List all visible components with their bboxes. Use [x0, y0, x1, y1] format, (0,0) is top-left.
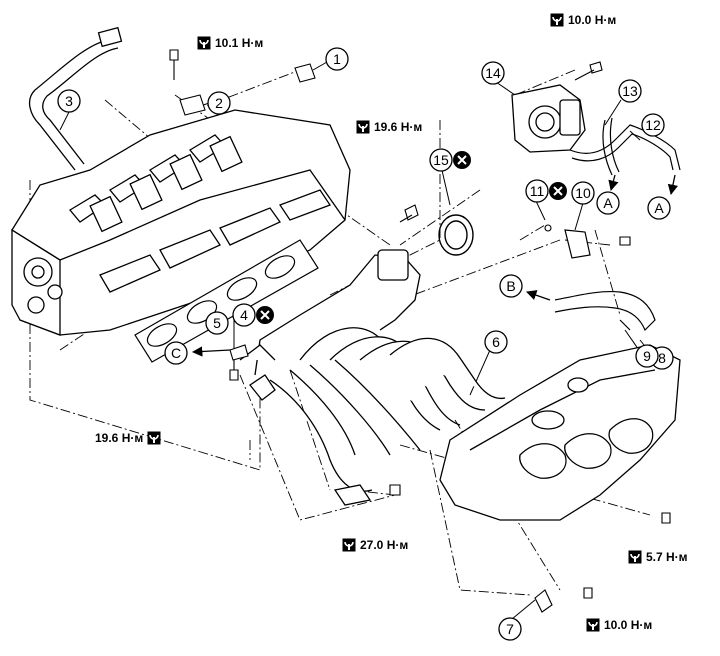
torque-value: 10.0 Н·м	[604, 618, 653, 632]
torque-spec-left: 19.6 Н·м	[95, 431, 161, 445]
torque-spec-top-left: 10.1 Н·м	[197, 36, 263, 50]
svg-text:14: 14	[485, 65, 501, 81]
callout-6: 6	[484, 330, 508, 354]
replace-x-icon	[549, 182, 567, 200]
torque-spec-mid: 19.6 Н·м	[356, 120, 422, 134]
callout-7: 7	[498, 617, 522, 641]
vacuum-hose	[554, 229, 656, 332]
torque-wrench-icon	[628, 550, 642, 564]
callout-3: 3	[57, 89, 81, 113]
torque-wrench-icon	[147, 431, 161, 445]
torque-wrench-icon	[356, 120, 370, 134]
svg-text:C: C	[171, 345, 181, 361]
svg-text:6: 6	[492, 334, 500, 350]
torque-wrench-icon	[550, 13, 564, 27]
torque-value: 19.6 Н·м	[95, 431, 144, 445]
svg-text:15: 15	[433, 152, 449, 168]
svg-text:A: A	[603, 195, 613, 211]
throttle-body	[511, 84, 586, 153]
callout-1: 1	[325, 47, 349, 71]
callout-12: 12	[641, 113, 665, 137]
svg-text:3: 3	[65, 93, 73, 109]
callout-2: 2	[207, 91, 231, 115]
replace-x-icon	[256, 306, 274, 324]
svg-text:9: 9	[643, 348, 651, 364]
torque-wrench-icon	[586, 618, 600, 632]
svg-text:12: 12	[645, 117, 661, 133]
svg-text:2: 2	[215, 95, 223, 111]
pcv-hose	[28, 26, 123, 171]
callout-9: 9	[635, 344, 659, 368]
callout-5: 5	[205, 311, 229, 335]
svg-text:7: 7	[506, 621, 514, 637]
flow-arrows	[191, 174, 679, 357]
torque-value: 5.7 Н·м	[646, 550, 688, 564]
replace-x-icon	[453, 151, 471, 169]
torque-spec-bottom-right: 10.0 Н·м	[586, 618, 652, 632]
torque-value: 27.0 Н·м	[360, 538, 409, 552]
cylinder-head	[11, 109, 351, 336]
intake-gasket	[134, 239, 319, 363]
small-parts	[179, 63, 553, 613]
bolts	[169, 49, 671, 599]
letter-c: C	[164, 341, 188, 365]
svg-text:B: B	[506, 278, 515, 294]
torque-value: 19.6 Н·м	[374, 120, 423, 134]
svg-text:4: 4	[240, 307, 248, 323]
torque-wrench-icon	[197, 36, 211, 50]
throttle-gasket	[438, 214, 474, 256]
svg-text:11: 11	[530, 183, 545, 199]
letter-a-left: A	[596, 191, 620, 215]
intake-manifold	[239, 249, 506, 506]
engine-cover	[439, 344, 681, 521]
letter-a-right: A	[647, 196, 671, 220]
torque-spec-right: 5.7 Н·м	[628, 550, 688, 564]
callout-10: 10	[571, 181, 595, 205]
svg-text:A: A	[654, 200, 664, 216]
callout-11: 11	[525, 179, 549, 203]
torque-spec-top-right: 10.0 Н·м	[550, 13, 616, 27]
svg-text:13: 13	[622, 83, 638, 99]
svg-text:5: 5	[213, 315, 221, 331]
torque-value: 10.0 Н·м	[568, 13, 617, 27]
callout-15: 15	[429, 148, 453, 172]
torque-wrench-icon	[342, 538, 356, 552]
torque-spec-bottom-mid: 27.0 Н·м	[342, 538, 408, 552]
svg-text:1: 1	[333, 51, 341, 67]
svg-text:10: 10	[575, 185, 591, 201]
torque-value: 10.1 Н·м	[215, 36, 264, 50]
letter-b: B	[499, 274, 523, 298]
svg-text:8: 8	[658, 350, 666, 366]
callout-14: 14	[481, 61, 505, 85]
water-hoses	[569, 117, 681, 176]
callout-4: 4	[232, 303, 256, 327]
callout-13: 13	[618, 79, 642, 103]
